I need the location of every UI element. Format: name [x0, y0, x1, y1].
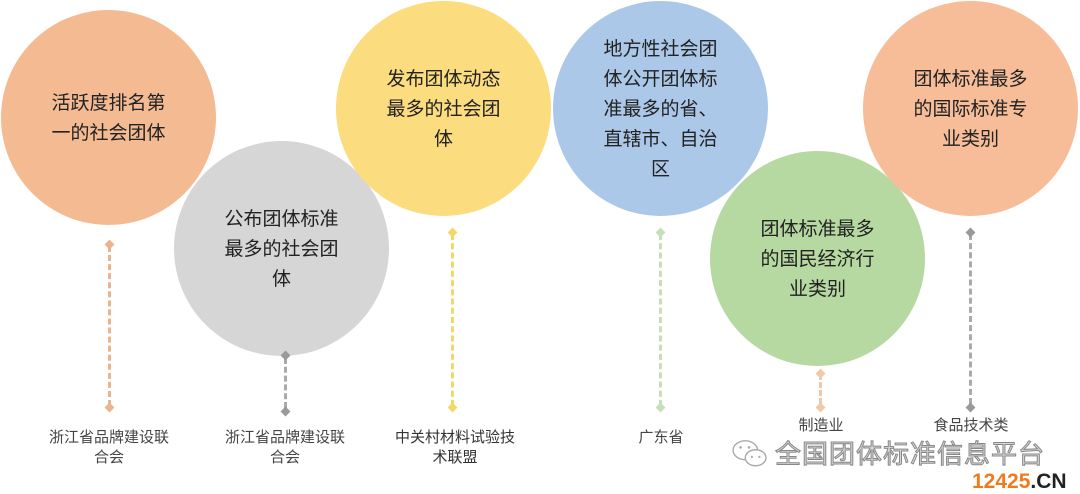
circle-text: 地方性社会团 [603, 37, 718, 60]
label-line: 制造业 [798, 416, 844, 434]
connector-dot [104, 402, 115, 413]
wechat-icon [732, 440, 767, 467]
circle-text: 最多的社会团 [224, 237, 339, 260]
circle-text: 直辖市、自治 [603, 127, 718, 150]
label-line: 合会 [269, 448, 300, 466]
site-logo-tld: .CN [1030, 470, 1067, 493]
circle-text: 的国民经济行 [760, 247, 875, 270]
site-logo-number: 12425 [972, 470, 1031, 493]
connector-dot [965, 402, 976, 413]
circle-text: 团体标准最多 [913, 67, 1028, 90]
answer-label: 中关村材料试验技 术联盟 [375, 427, 535, 467]
label-line: 广东省 [638, 428, 684, 446]
connector-line [819, 374, 822, 404]
circle-text: 一的社会团体 [51, 121, 166, 144]
label-line: 中关村材料试验技 [394, 428, 515, 446]
connector-dot [447, 402, 458, 413]
answer-label: 食品技术类 [891, 415, 1051, 435]
connector-dot [447, 227, 458, 238]
circle-text: 发布团体动态 [386, 67, 501, 90]
answer-label: 广东省 [581, 427, 741, 447]
label-line: 浙江省品牌建设联 [48, 428, 169, 446]
connector-dot [965, 227, 976, 238]
circle-text: 业类别 [941, 127, 999, 150]
connector-line [284, 358, 287, 408]
connector-dot [655, 227, 666, 238]
label-line: 浙江省品牌建设联 [224, 428, 345, 446]
circle-text: 最多的社会团 [386, 97, 501, 120]
connector-line [108, 246, 111, 406]
circle-most-dynamics: 发布团体动态 最多的社会团 体 [336, 1, 551, 216]
circle-top-industry: 团体标准最多 的国民经济行 业类别 [710, 151, 925, 366]
connector-dot [280, 406, 291, 417]
circle-top-intl-category: 团体标准最多 的国际标准专 业类别 [863, 1, 1078, 216]
watermark-text: 全国团体标准信息平台 [774, 440, 1046, 470]
label-line: 食品技术类 [933, 416, 1009, 434]
connector-dot [655, 402, 666, 413]
circle-text: 体 [433, 127, 453, 150]
circle-most-standards-published: 公布团体标准 最多的社会团 体 [174, 141, 389, 356]
circle-text: 业类别 [788, 277, 846, 300]
circle-text: 团体标准最多 [760, 217, 875, 240]
connector-dot [815, 368, 826, 379]
circle-text: 公布团体标准 [224, 207, 339, 230]
circle-text: 的国际标准专 [913, 97, 1028, 120]
circle-text: 区 [650, 157, 670, 180]
connector-line [451, 234, 454, 406]
connector-dot [815, 402, 826, 413]
label-line: 术联盟 [432, 448, 478, 466]
connector-line [969, 234, 972, 404]
circle-top-province: 地方性社会团 体公开团体标 准最多的省、 直辖市、自治 区 [553, 1, 768, 216]
circle-text: 体公开团体标 [603, 67, 718, 90]
connector-dot [104, 239, 115, 250]
circle-text: 体 [271, 267, 291, 290]
connector-line [659, 234, 662, 406]
answer-label: 浙江省品牌建设联 合会 [29, 427, 189, 467]
site-logo: 12425.CN [972, 470, 1067, 494]
circle-text: 活跃度排名第 [51, 91, 166, 114]
circle-most-active: 活跃度排名第 一的社会团体 [1, 10, 216, 225]
label-line: 合会 [93, 448, 124, 466]
answer-label: 浙江省品牌建设联 合会 [205, 427, 365, 467]
circle-text: 准最多的省、 [603, 97, 718, 120]
answer-label: 制造业 [741, 415, 901, 435]
